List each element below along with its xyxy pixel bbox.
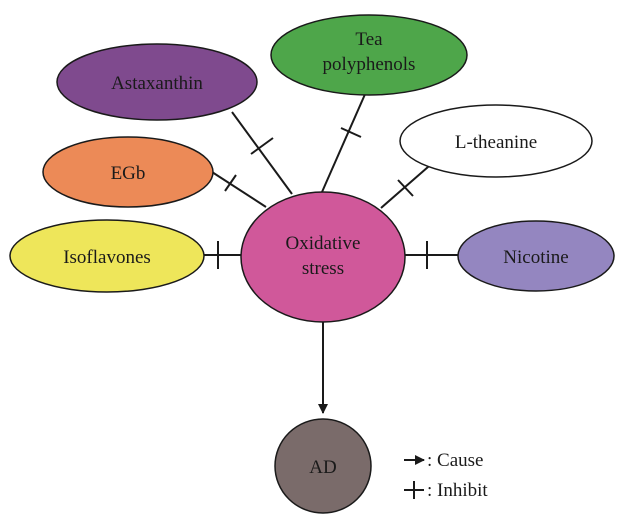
edge-egb — [211, 171, 267, 208]
node-egb: EGb — [42, 136, 214, 208]
edge-astaxanthin — [231, 111, 293, 195]
node-astaxanthin: Astaxanthin — [56, 43, 258, 121]
node-isoflavones-shape — [9, 219, 205, 293]
node-tea-polyphenols-label-line2: polyphenols — [323, 54, 416, 75]
edge-l-theanine — [380, 159, 437, 209]
node-tea-polyphenols-label-line1: Tea — [355, 29, 383, 50]
node-ad-shape — [274, 418, 372, 514]
node-l-theanine: L-theanine — [399, 104, 593, 178]
node-astaxanthin-shape — [56, 43, 258, 121]
node-nicotine-label: Nicotine — [503, 247, 568, 268]
node-tea-polyphenols-shape — [270, 14, 468, 96]
inhibit-bar-egb — [224, 174, 237, 192]
node-egb-shape — [42, 136, 214, 208]
node-oxidative-stress-shape — [240, 191, 406, 323]
node-oxidative-stress-label-line1: Oxidative — [286, 233, 361, 254]
inhibit-bar-tea-polyphenols — [340, 127, 362, 138]
node-oxidative-stress-label-line2: stress — [302, 258, 344, 279]
edge-tea-polyphenols — [321, 91, 367, 193]
node-nicotine: Nicotine — [457, 220, 615, 292]
legend-inhibit-label: : Inhibit — [427, 480, 488, 501]
node-ad-label: AD — [309, 457, 336, 478]
legend-cause-label: : Cause — [427, 450, 483, 471]
node-ad: AD — [274, 418, 372, 514]
inhibit-bar-astaxanthin — [250, 137, 274, 155]
node-isoflavones: Isoflavones — [9, 219, 205, 293]
node-egb-label: EGb — [111, 163, 146, 184]
node-l-theanine-label: L-theanine — [455, 132, 537, 153]
node-astaxanthin-label: Astaxanthin — [111, 73, 203, 94]
node-isoflavones-label: Isoflavones — [63, 247, 151, 268]
edges — [202, 91, 458, 414]
node-nicotine-shape — [457, 220, 615, 292]
node-l-theanine-shape — [399, 104, 593, 178]
legend: : Cause : Inhibit — [404, 450, 488, 501]
inhibit-bar-l-theanine — [397, 179, 414, 197]
node-tea-polyphenols: Tea polyphenols — [270, 14, 468, 96]
node-oxidative-stress: Oxidative stress — [240, 191, 406, 323]
